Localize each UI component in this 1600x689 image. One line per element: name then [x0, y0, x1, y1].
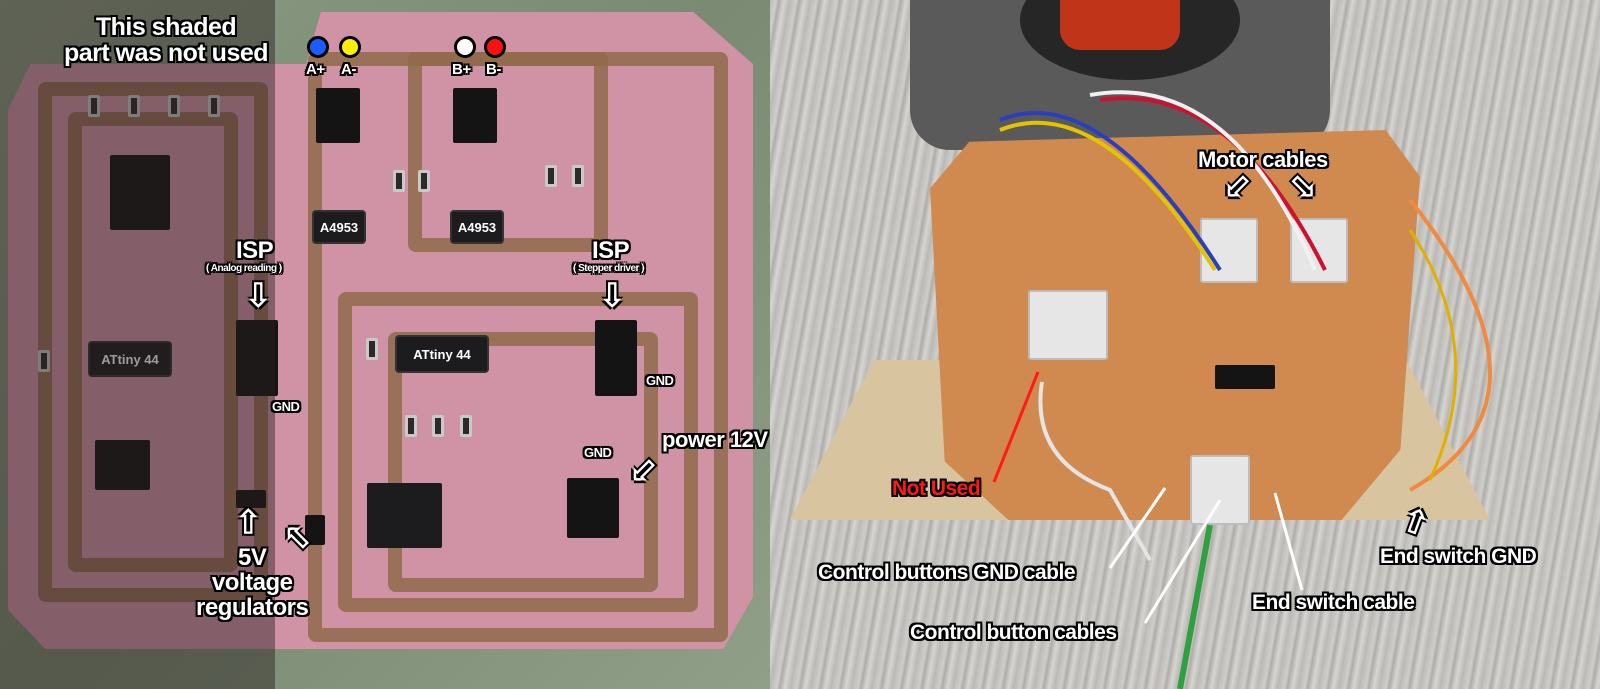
resistor [405, 415, 417, 437]
motor-connector-b [1290, 218, 1348, 283]
isp-stepper-subtitle: ( Stepper driver ) [573, 263, 645, 274]
capacitor [572, 165, 584, 187]
motor-connector-a [1200, 218, 1258, 283]
control-gnd-cable-label: Control buttons GND cable [818, 561, 1076, 584]
pin-label-b-minus: B- [486, 61, 501, 78]
motor-cables-label: Motor cables [1198, 147, 1328, 172]
pcb-trace [68, 112, 238, 572]
pin-label-a-plus: A+ [306, 61, 325, 78]
capacitor [545, 165, 557, 187]
power-12v-label: power 12V [662, 427, 768, 452]
isp-stepper-gnd-label: GND [646, 373, 674, 388]
motor-b-header [453, 88, 497, 143]
up-arrow-icon: ⇩ [234, 501, 263, 539]
regulators-line-3: regulators [196, 594, 309, 622]
shaded-note-line-2: part was not used [64, 39, 269, 68]
unused-connector [1028, 290, 1108, 360]
resistor [208, 95, 220, 117]
wire-color-dot-red [484, 36, 506, 58]
regulator-sot23 [305, 515, 325, 545]
unused-shaded-region [0, 0, 275, 689]
wire-color-dot-blue [307, 36, 329, 58]
down-arrow-icon: ⇩ [598, 277, 627, 315]
down-arrow-icon: ⇩ [244, 277, 273, 315]
a4953-chip-a: A4953 [314, 212, 364, 242]
end-switch-cable-label: End switch cable [1252, 591, 1415, 614]
isp-header-stepper [595, 320, 637, 396]
left-pcb-photo: A4953 A4953 ATtiny 44 ATtiny 44 This sha… [0, 0, 770, 689]
wire-color-dot-yellow [339, 36, 361, 58]
control-button-connector [1190, 455, 1250, 525]
capacitor [393, 170, 405, 192]
isp-analog-gnd-label: GND [272, 399, 300, 414]
regulator-sot23 [236, 490, 266, 508]
voltage-regulator-chip [367, 483, 442, 548]
pin-label-a-minus: A- [341, 61, 356, 78]
control-button-cables-label: Control button cables [910, 621, 1117, 644]
resistor [460, 415, 472, 437]
mcu-chip [1215, 365, 1275, 389]
regulators-label: 5V voltage regulators [196, 544, 309, 622]
regulators-line-2: voltage [211, 569, 293, 597]
isp-header-analog [236, 320, 278, 396]
isp-analog-subtitle: ( Analog reading ) [206, 263, 282, 274]
power-gnd-label: GND [584, 445, 612, 460]
motor-cap [1060, 0, 1180, 50]
pin-label-b-plus: B+ [452, 61, 471, 78]
shaded-note-label: This shaded part was not used [64, 13, 269, 68]
attiny44-chip-left: ATtiny 44 [90, 343, 170, 375]
pcb-trace [338, 292, 698, 612]
attiny44-chip-center: ATtiny 44 [397, 337, 487, 371]
wire-color-dot-white [454, 36, 476, 58]
resistor [38, 350, 50, 372]
shaded-note-line-1: This shaded [95, 13, 237, 41]
resistor [432, 415, 444, 437]
pcb-trace [38, 82, 268, 602]
pin-header [110, 155, 170, 230]
not-used-label: Not Used [892, 477, 981, 500]
pin-header [95, 440, 150, 490]
right-assembly-photo: Motor cables ⇩ ⇩ Not Used Control button… [770, 0, 1600, 689]
isp-stepper-title: ISP [592, 237, 630, 264]
resistor [168, 95, 180, 117]
pcb-trace [408, 52, 608, 252]
mounted-pcb [930, 130, 1420, 520]
capacitor [418, 170, 430, 192]
resistor [366, 338, 378, 360]
a4953-chip-b: A4953 [452, 212, 502, 242]
resistor [128, 95, 140, 117]
resistor [88, 95, 100, 117]
power-header [567, 478, 619, 538]
regulators-line-1: 5V [238, 544, 267, 571]
motor-a-header [316, 88, 360, 143]
isp-analog-title: ISP [236, 237, 274, 264]
end-switch-gnd-label: End switch GND [1380, 545, 1537, 568]
